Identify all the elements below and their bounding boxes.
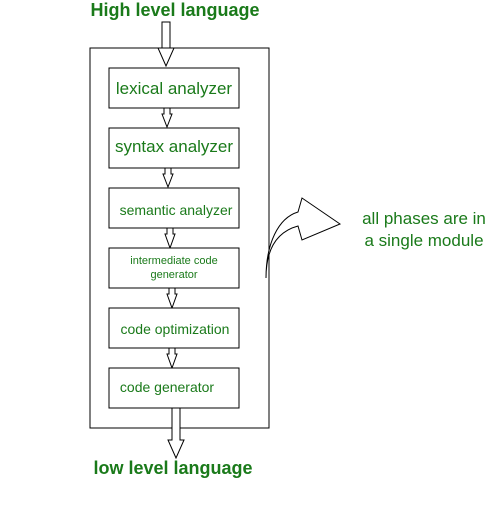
phase-box-intermediate-code-generator	[108, 247, 240, 289]
phase-arrow-1	[161, 107, 173, 129]
phase-box-syntax-analyzer	[108, 127, 240, 169]
top-label: High level language	[90, 0, 259, 20]
phase-arrow-4	[166, 287, 178, 310]
curved-note-arrow	[265, 197, 342, 279]
phase-arrow-5	[166, 347, 178, 370]
output-arrow	[167, 407, 185, 460]
note-line-2: a single module	[364, 231, 483, 250]
input-arrow	[157, 21, 175, 68]
phase-label-lexical-analyzer: lexical analyzer	[116, 79, 233, 98]
phase-box-lexical-analyzer	[108, 67, 240, 109]
phase-label-syntax-analyzer: syntax analyzer	[115, 137, 233, 156]
phase-arrow-3	[164, 227, 176, 250]
phase-arrow-2	[162, 167, 174, 189]
phase-label-intermediate-code-line2: generator	[150, 269, 197, 281]
phase-label-semantic-analyzer: semantic analyzer	[120, 202, 233, 218]
phase-label-intermediate-code-line1: intermediate code	[130, 255, 217, 267]
phase-label-code-generator: code generator	[120, 379, 215, 395]
phase-box-semantic-analyzer	[108, 187, 240, 229]
note-line-1: all phases are in	[362, 209, 486, 228]
bottom-label: low level language	[93, 458, 252, 478]
phase-box-code-optimization	[108, 307, 240, 349]
phase-label-code-optimization: code optimization	[121, 321, 230, 337]
